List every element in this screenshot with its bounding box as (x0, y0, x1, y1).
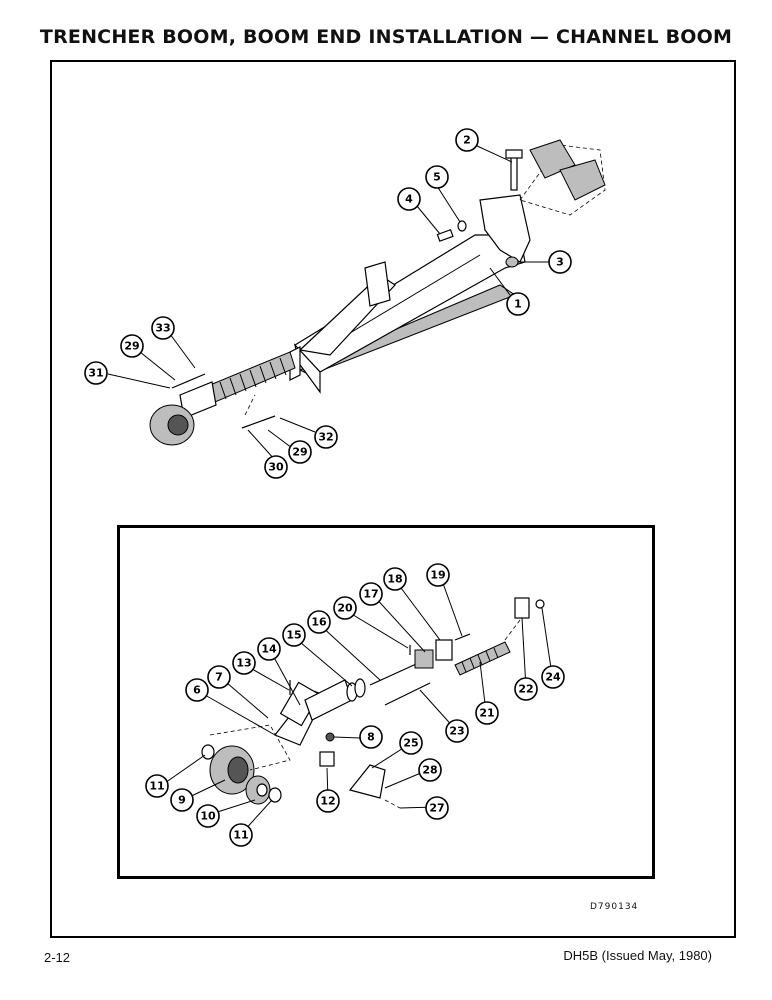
svg-text:29: 29 (124, 340, 139, 353)
callout-7: 7 (207, 665, 231, 689)
drawing-number: D790134 (590, 902, 639, 912)
callout-8: 8 (359, 725, 383, 749)
svg-text:7: 7 (215, 671, 223, 684)
callout-15: 15 (282, 623, 306, 647)
callout-30: 30 (264, 455, 288, 479)
svg-text:3: 3 (556, 256, 564, 269)
callout-3: 3 (548, 250, 572, 274)
callout-14: 14 (257, 637, 281, 661)
callout-10: 10 (196, 804, 220, 828)
callout-18: 18 (383, 567, 407, 591)
callout-22: 22 (514, 677, 538, 701)
main-illustration-frame (50, 60, 736, 938)
callout-11-top: 11 (145, 774, 169, 798)
callout-6: 6 (185, 678, 209, 702)
svg-text:4: 4 (405, 193, 413, 206)
svg-text:5: 5 (433, 171, 441, 184)
svg-text:29: 29 (292, 446, 307, 459)
svg-text:27: 27 (429, 802, 444, 815)
svg-text:6: 6 (193, 684, 201, 697)
callout-21: 21 (475, 701, 499, 725)
svg-text:1: 1 (514, 298, 522, 311)
svg-text:24: 24 (545, 671, 561, 684)
svg-text:21: 21 (479, 707, 494, 720)
callout-9: 9 (170, 788, 194, 812)
main-leader-lines (107, 144, 549, 461)
page-title: TRENCHER BOOM, BOOM END INSTALLATION — C… (39, 26, 733, 48)
svg-text:23: 23 (449, 725, 464, 738)
inset-detail-frame (117, 525, 655, 879)
svg-text:31: 31 (88, 367, 103, 380)
svg-text:17: 17 (363, 588, 378, 601)
svg-text:33: 33 (155, 322, 170, 335)
callout-4: 4 (397, 187, 421, 211)
inset-spring (454, 641, 511, 676)
page-number: 2-12 (44, 950, 71, 965)
svg-text:8: 8 (367, 731, 375, 744)
svg-text:16: 16 (311, 616, 327, 629)
adjusting-spring (209, 351, 296, 403)
svg-text:18: 18 (387, 573, 402, 586)
document-reference: DH5B (Issued May, 1980) (563, 948, 712, 963)
callout-2: 2 (455, 128, 479, 152)
callout-29-bottom: 29 (288, 440, 312, 464)
boom-end-inset-drawing (201, 597, 545, 809)
boom-assembly-drawing (149, 139, 606, 446)
callout-23: 23 (445, 719, 469, 743)
callout-13: 13 (232, 651, 256, 675)
callout-1: 1 (506, 292, 530, 316)
svg-text:13: 13 (236, 657, 251, 670)
svg-text:20: 20 (337, 602, 353, 615)
callout-11-bottom: 11 (229, 823, 253, 847)
callout-31: 31 (84, 361, 108, 385)
callout-19: 19 (426, 563, 450, 587)
svg-text:2: 2 (463, 134, 471, 147)
callout-12: 12 (316, 789, 340, 813)
callout-17: 17 (359, 582, 383, 606)
callout-25: 25 (399, 731, 423, 755)
svg-text:28: 28 (422, 764, 437, 777)
callout-20: 20 (333, 596, 357, 620)
svg-text:15: 15 (286, 629, 301, 642)
svg-text:22: 22 (518, 683, 533, 696)
svg-text:11: 11 (149, 780, 164, 793)
svg-text:25: 25 (403, 737, 418, 750)
svg-text:9: 9 (178, 794, 186, 807)
svg-text:14: 14 (261, 643, 277, 656)
callout-32: 32 (314, 425, 338, 449)
callout-5: 5 (425, 165, 449, 189)
svg-text:10: 10 (200, 810, 216, 823)
svg-text:32: 32 (318, 431, 333, 444)
callout-24: 24 (541, 665, 565, 689)
svg-text:11: 11 (233, 829, 248, 842)
svg-text:19: 19 (430, 569, 445, 582)
callout-33: 33 (151, 316, 175, 340)
callout-27: 27 (425, 796, 449, 820)
svg-text:12: 12 (320, 795, 335, 808)
callout-16: 16 (307, 610, 331, 634)
callout-29-top: 29 (120, 334, 144, 358)
callout-28: 28 (418, 758, 442, 782)
svg-text:30: 30 (268, 461, 284, 474)
